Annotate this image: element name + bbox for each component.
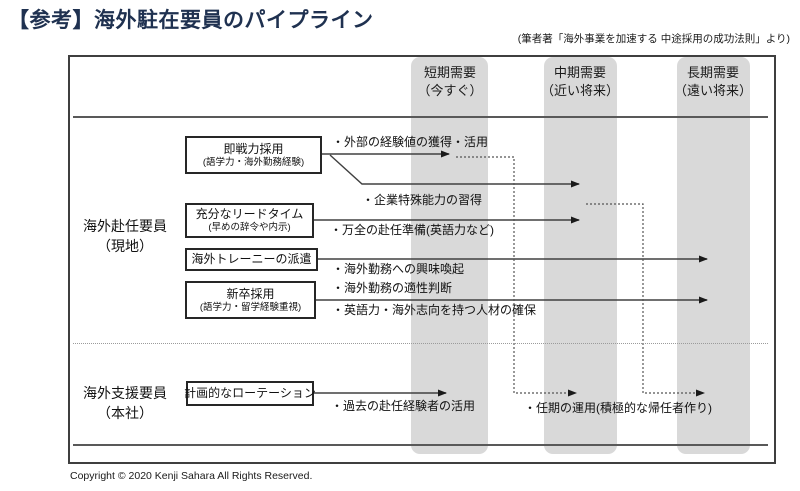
column-header-line2: （近い将来） bbox=[540, 83, 619, 98]
box-label: 即戦力採用 bbox=[223, 141, 284, 156]
column-header-line2: （今すぐ） bbox=[417, 83, 483, 98]
page-title: 【参考】海外駐在要員のパイプライン bbox=[8, 9, 374, 32]
annotation-firm-specific-skills: ・企業特殊能力の習得 bbox=[362, 193, 483, 207]
pipeline-box-trainee-dispatch: 海外トレーニーの派遣 bbox=[185, 248, 318, 271]
annotation-use-past-expatriates: ・過去の赴任経験者の活用 bbox=[331, 399, 476, 413]
column-header-mid-term: 中期需要 （近い将来） bbox=[525, 64, 635, 100]
box-sublabel: (早めの辞令や内示) bbox=[208, 222, 291, 233]
row-label-line1: 海外支援要員 bbox=[83, 385, 167, 401]
pipeline-box-new-grad-hire: 新卒採用 (語学力・留学経験重視) bbox=[185, 281, 316, 319]
annotation-external-experience: ・外部の経験値の獲得・活用 bbox=[332, 135, 489, 149]
column-header-line2: （遠い将来） bbox=[673, 83, 752, 98]
row-label-line2: （本社） bbox=[97, 405, 153, 421]
box-sublabel: (語学力・海外勤務経験) bbox=[202, 156, 305, 168]
annotation-interest-in-overseas-work: ・海外勤務への興味喚起 bbox=[332, 262, 465, 276]
column-header-short-term: 短期需要 （今すぐ） bbox=[395, 64, 505, 100]
pipeline-box-lead-time: 充分なリードタイム (早めの辞令や内示) bbox=[185, 203, 314, 238]
section-divider-dotted-line bbox=[73, 343, 768, 344]
annotation-tenure-management: ・任期の運用(積極的な帰任者作り) bbox=[524, 401, 712, 415]
bottom-divider-line bbox=[73, 444, 768, 446]
row-label-support-staff: 海外支援要員 （本社） bbox=[65, 383, 185, 423]
pipeline-box-planned-rotation: 計画的なローテーション bbox=[184, 381, 316, 406]
column-header-long-term: 長期需要 （遠い将来） bbox=[658, 64, 768, 100]
annotation-aptitude-judgement: ・海外勤務の適性判断 bbox=[332, 281, 453, 295]
header-divider-line bbox=[73, 116, 768, 118]
pipeline-box-ready-hire: 即戦力採用 (語学力・海外勤務経験) bbox=[185, 136, 322, 174]
source-note: (筆者著「海外事業を加速する 中途採用の成功法則」より) bbox=[517, 33, 790, 45]
box-label: 新卒採用 bbox=[226, 286, 275, 301]
column-header-line1: 長期需要 bbox=[686, 65, 739, 80]
annotation-full-preparation: ・万全の赴任準備(英語力など) bbox=[330, 223, 494, 237]
annotation-secure-talent: ・英語力・海外志向を持つ人材の確保 bbox=[332, 303, 537, 317]
box-label: 海外トレーニーの派遣 bbox=[191, 252, 312, 266]
row-label-line2: （現地） bbox=[97, 238, 153, 254]
box-label: 充分なリードタイム bbox=[195, 207, 304, 221]
row-label-expatriates: 海外赴任要員 （現地） bbox=[65, 216, 185, 256]
box-sublabel: (語学力・留学経験重視) bbox=[199, 301, 302, 313]
column-header-line1: 短期需要 bbox=[423, 65, 476, 80]
box-label: 計画的なローテーション bbox=[184, 386, 316, 400]
column-header-line1: 中期需要 bbox=[553, 65, 606, 80]
row-label-line1: 海外赴任要員 bbox=[83, 218, 167, 234]
copyright-text: Copyright © 2020 Kenji Sahara All Rights… bbox=[70, 470, 313, 482]
